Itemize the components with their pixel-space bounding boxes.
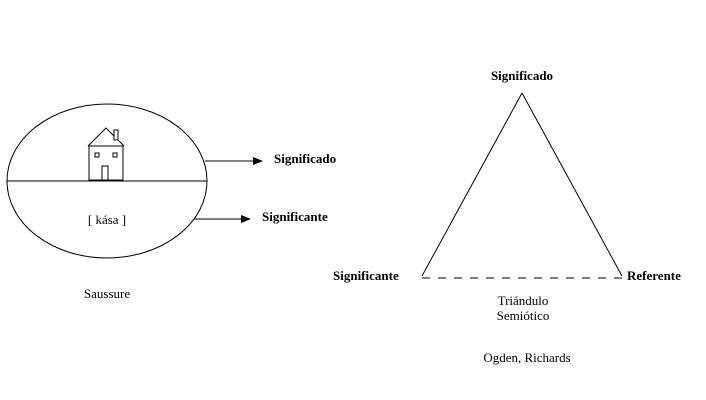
triangle-right-side — [521, 92, 623, 277]
triangle-title-line2: Semiótico — [497, 308, 550, 323]
triangle-authors: Ogden, Richards — [483, 350, 570, 365]
triangle-left-side — [421, 92, 523, 277]
triangle-title-line1: Triándulo — [498, 293, 549, 308]
saussure-sign-model: [ kása ] Significado Significante Saussu… — [6, 103, 336, 301]
saussure-caption: Saussure — [84, 286, 130, 301]
triangle-right-label: Referente — [627, 268, 681, 283]
phonetic-transcription: [ kása ] — [88, 212, 126, 227]
triangle-top-label: Significado — [491, 68, 553, 83]
saussure-signified-label: Significado — [274, 151, 336, 166]
semiotic-triangle: Significado Significante Referente Trián… — [333, 68, 681, 365]
saussure-signifier-label: Significante — [262, 209, 328, 224]
house-icon — [87, 127, 125, 181]
triangle-left-label: Significante — [333, 268, 399, 283]
